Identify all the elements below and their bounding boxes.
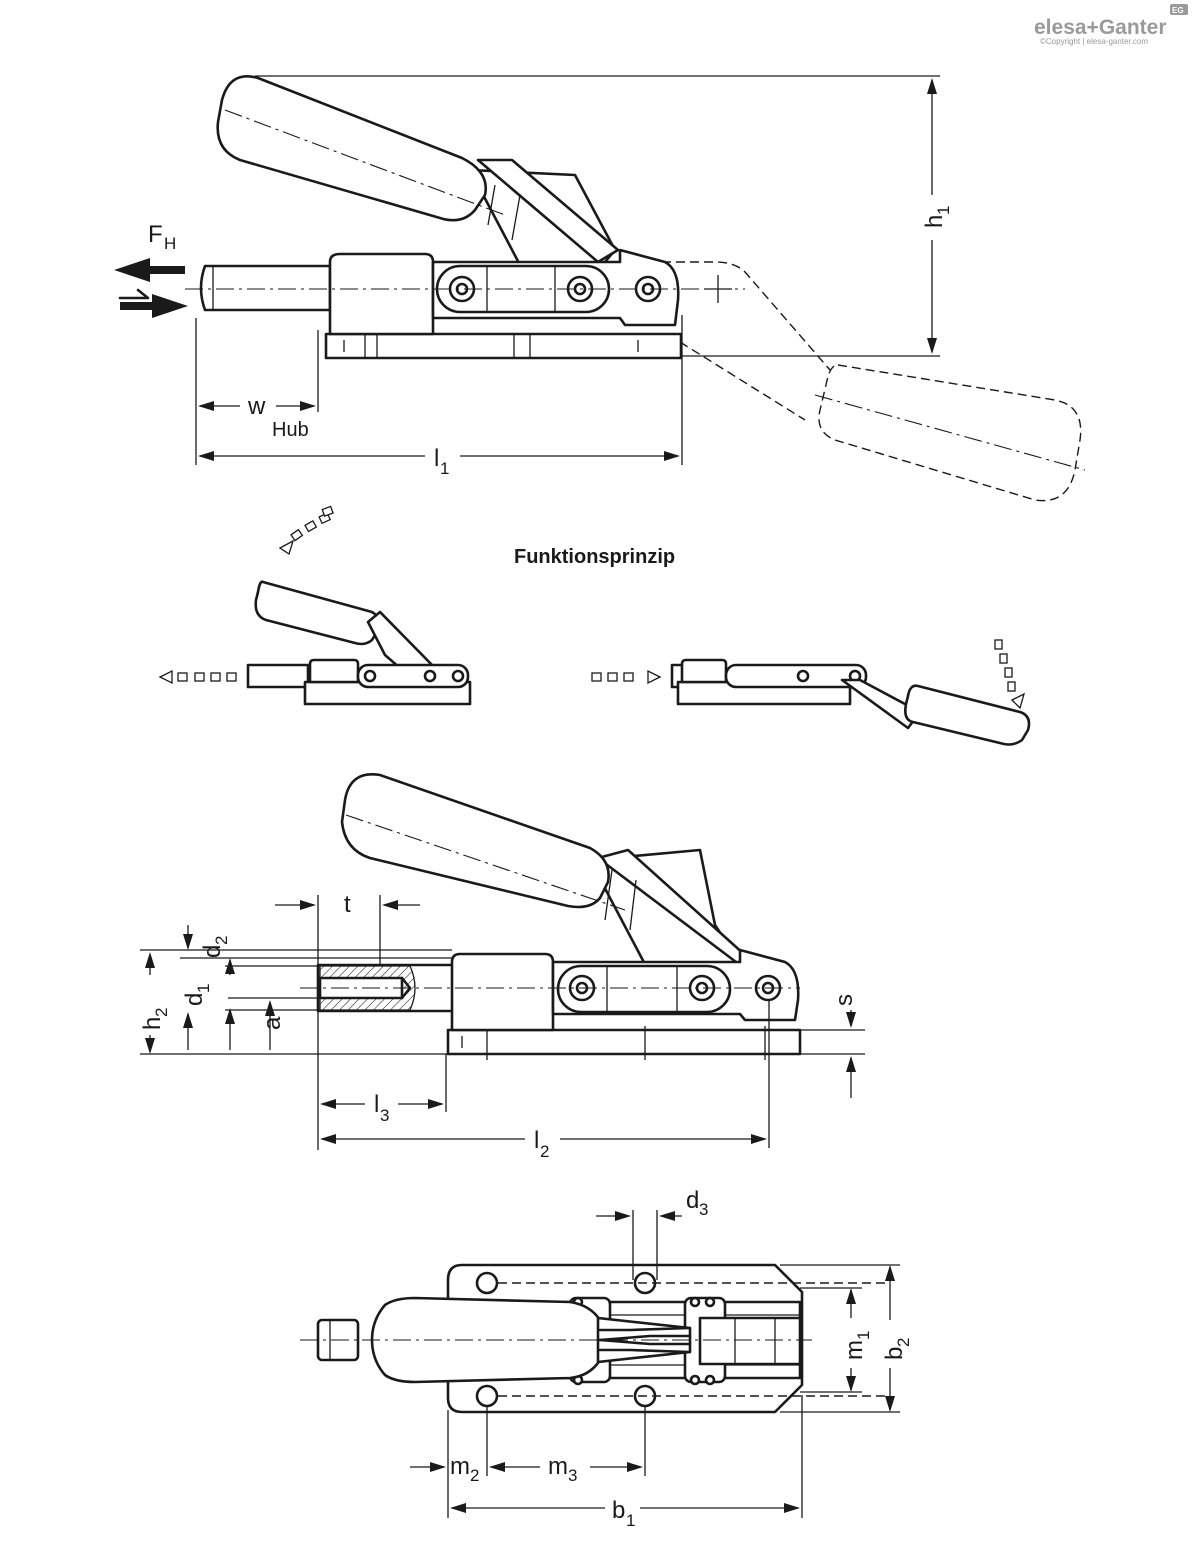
plunger bbox=[199, 264, 332, 312]
a-label: a bbox=[259, 1016, 286, 1030]
h1-label: h bbox=[921, 215, 948, 228]
d1-label-sub: 1 bbox=[194, 984, 213, 993]
mini-handle-grip-right bbox=[904, 684, 1031, 746]
m2-label-sub: 2 bbox=[470, 1466, 479, 1485]
l2-label: l bbox=[534, 1127, 539, 1154]
d3-label-sub: 3 bbox=[699, 1200, 708, 1219]
d2-label-sub: 2 bbox=[212, 936, 231, 945]
mount-hole-3 bbox=[475, 1384, 499, 1408]
l1-label: l bbox=[434, 445, 439, 472]
force-label-sub: H bbox=[164, 234, 176, 253]
function-principle-left bbox=[158, 505, 472, 706]
h1-label-sub: 1 bbox=[934, 206, 953, 215]
m2-label: m bbox=[450, 1453, 470, 1480]
b1-label-sub: 1 bbox=[626, 1511, 635, 1530]
l2-label-sub: 2 bbox=[540, 1142, 549, 1161]
l3-label: l bbox=[374, 1091, 379, 1118]
force-push-arrow-icon bbox=[120, 294, 188, 318]
mini-handle-grip bbox=[254, 580, 381, 646]
brand-name: elesa+Ganter bbox=[1034, 16, 1167, 39]
housing-block-2 bbox=[450, 952, 555, 1032]
d1-label: d bbox=[181, 993, 208, 1006]
brand-badge: EG bbox=[1172, 6, 1184, 15]
push-arrow-icon bbox=[647, 669, 662, 685]
housing-block bbox=[328, 252, 435, 336]
t-label: t bbox=[344, 891, 351, 918]
b2-label: b bbox=[881, 1347, 908, 1360]
mount-hole-1 bbox=[475, 1271, 499, 1295]
b1-label: b bbox=[612, 1497, 625, 1524]
stroke-label: w bbox=[247, 393, 266, 420]
l1-label-sub: 1 bbox=[440, 459, 449, 478]
brand-copyright: ©Copyright | elesa-ganter.com bbox=[1040, 37, 1148, 46]
function-principle-right bbox=[591, 639, 1031, 746]
pull-arrow-icon bbox=[158, 669, 173, 685]
alt-lever-arm bbox=[648, 261, 831, 371]
top-view: d 3 m 1 b 2 m 2 m bbox=[300, 1187, 913, 1530]
lever-link bbox=[476, 158, 620, 264]
brand-logo: elesa+Ganter ©Copyright | elesa-ganter.c… bbox=[1034, 4, 1188, 46]
handle-grip-2 bbox=[340, 772, 610, 909]
stroke-note: Hub bbox=[272, 419, 309, 441]
h2-label: h bbox=[139, 1017, 166, 1030]
d2-label: d bbox=[199, 945, 226, 958]
m1-label-sub: 1 bbox=[854, 1331, 873, 1340]
rotate-down-arrow-icon bbox=[1010, 692, 1026, 710]
base-plate bbox=[324, 332, 683, 360]
d3-label: d bbox=[686, 1187, 699, 1214]
brand-badge-icon bbox=[1170, 4, 1188, 15]
m3-label: m bbox=[548, 1453, 568, 1480]
l3-label-sub: 3 bbox=[380, 1106, 389, 1125]
handle-grip bbox=[216, 75, 488, 222]
m3-label-sub: 3 bbox=[568, 1466, 577, 1485]
rotate-arrow-icon bbox=[278, 539, 295, 556]
section-title: Funktionsprinzip bbox=[514, 546, 675, 568]
side-view-stroke: F H w Hub l 1 h 1 bbox=[114, 75, 1086, 502]
m1-label: m bbox=[841, 1340, 868, 1360]
force-pull-arrow-icon bbox=[114, 258, 185, 282]
side-view-dimensions: t d 2 d 1 a bbox=[139, 772, 865, 1161]
force-label: F bbox=[148, 221, 163, 248]
base-plate-2 bbox=[446, 1028, 802, 1056]
alt-lever-arm-lower bbox=[679, 341, 806, 421]
b2-label-sub: 2 bbox=[894, 1338, 913, 1347]
s-label: s bbox=[831, 994, 858, 1006]
h2-label-sub: 2 bbox=[152, 1008, 171, 1017]
